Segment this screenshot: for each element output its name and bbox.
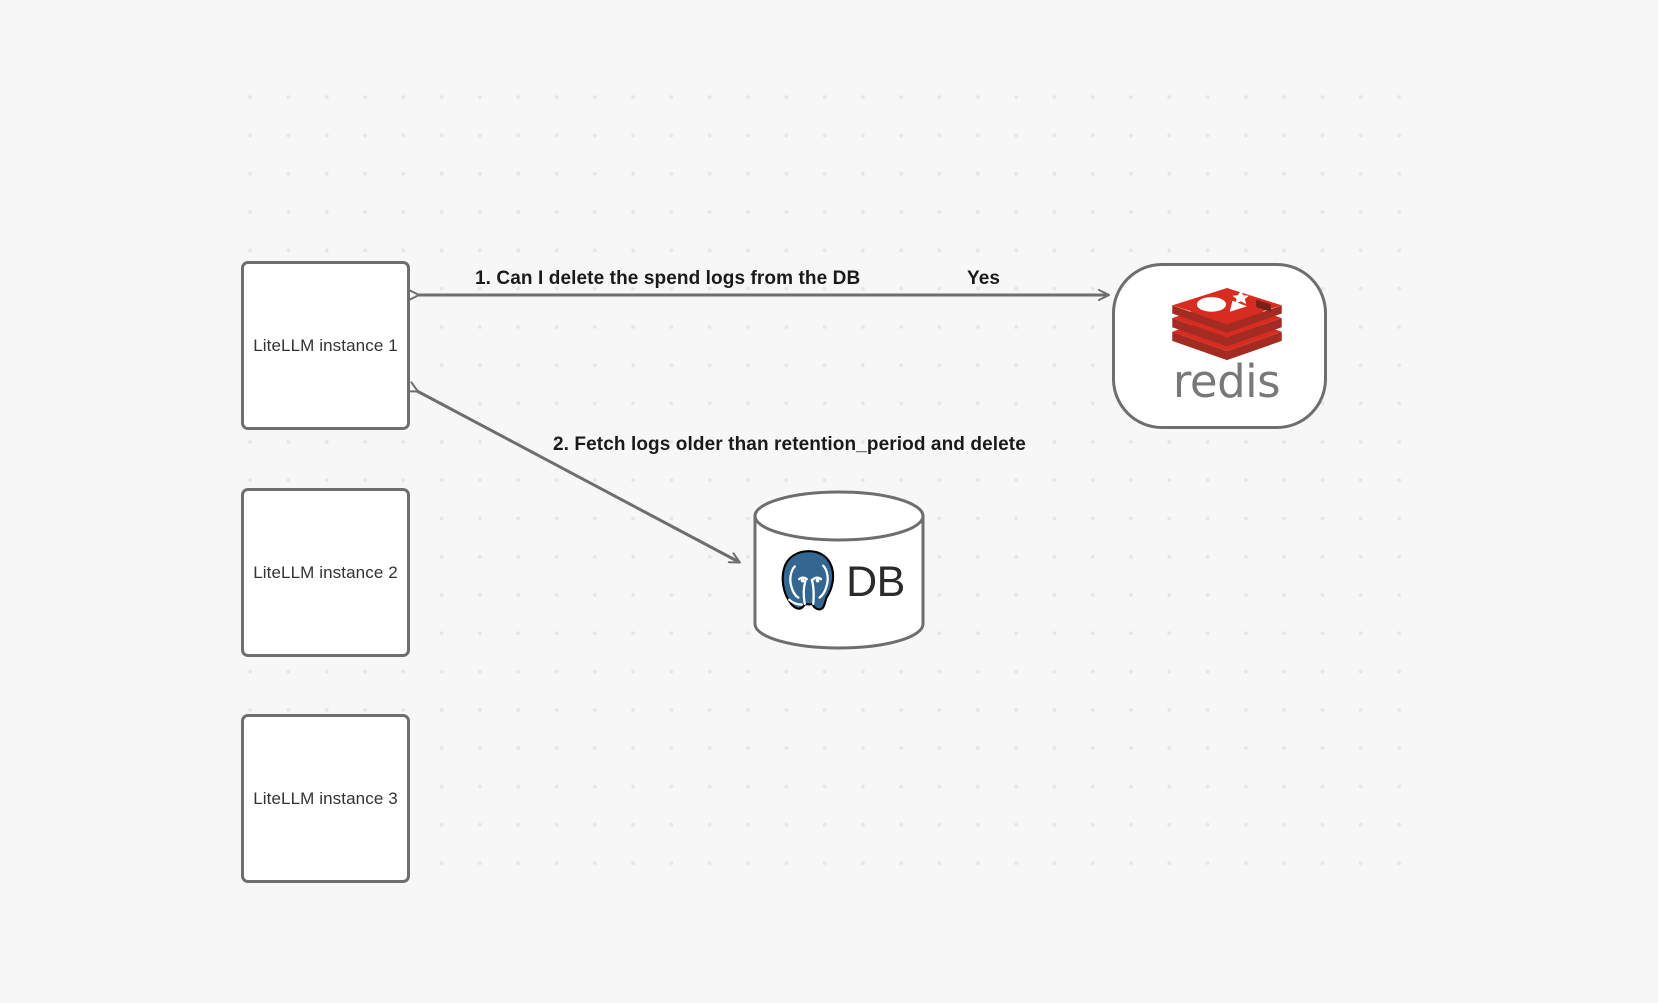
edge-litellm1-db [405, 381, 741, 564]
db-label: DB [846, 557, 905, 606]
node-label: LiteLLM instance 3 [253, 788, 398, 808]
node-litellm-instance-2[interactable]: LiteLLM instance 2 [241, 488, 410, 657]
node-db[interactable]: DB [753, 490, 925, 650]
postgresql-elephant-icon [781, 550, 835, 611]
edge-label-step-1: 1. Can I delete the spend logs from the … [475, 268, 861, 289]
edge-label-step-2: 2. Fetch logs older than retention_perio… [553, 434, 1026, 455]
node-litellm-instance-3[interactable]: LiteLLM instance 3 [241, 714, 410, 883]
redis-stack-icon [1171, 288, 1282, 361]
redis-logo: redis [1168, 288, 1286, 404]
redis-wordmark: redis [1172, 355, 1281, 408]
edge-label-yes: Yes [967, 268, 1001, 289]
node-label: LiteLLM instance 2 [253, 562, 398, 582]
node-label: LiteLLM instance 1 [253, 335, 398, 355]
cylinder-shape [753, 490, 925, 650]
node-redis[interactable]: redis [1112, 263, 1327, 429]
node-litellm-instance-1[interactable]: LiteLLM instance 1 [241, 261, 410, 430]
